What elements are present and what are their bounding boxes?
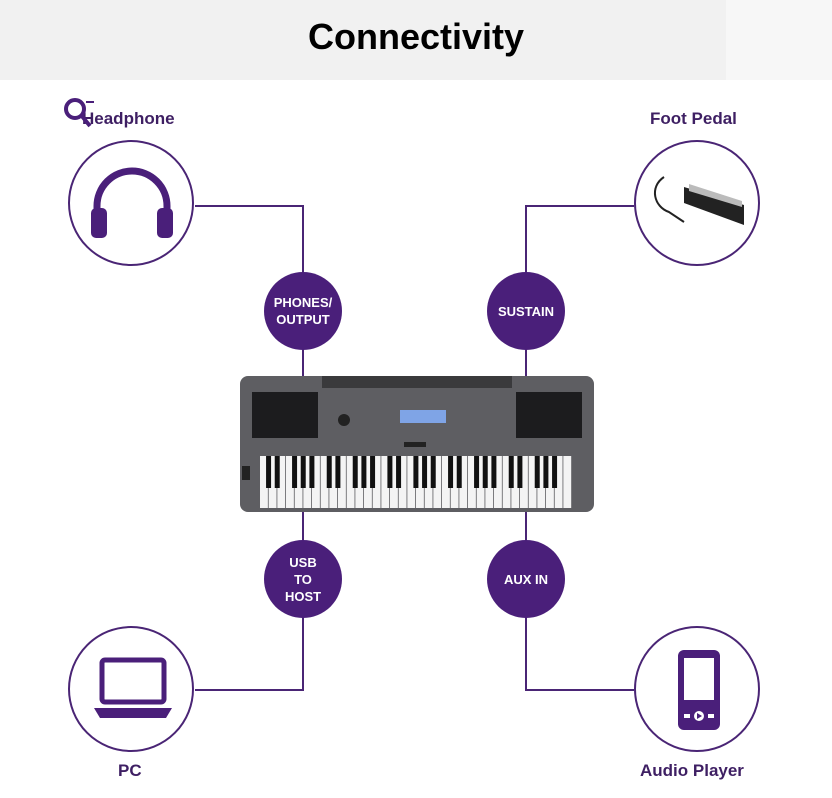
connector-line — [525, 689, 634, 691]
black-key — [413, 456, 419, 488]
page-title: Connectivity — [307, 16, 525, 57]
white-key — [286, 456, 294, 508]
white-key — [303, 456, 312, 508]
black-key — [534, 456, 540, 488]
black-key — [543, 456, 549, 488]
headphone-circle — [68, 140, 194, 266]
header-band-right — [726, 0, 832, 80]
black-key — [300, 456, 306, 488]
connector-line — [525, 510, 527, 542]
black-key — [274, 456, 280, 488]
black-key — [482, 456, 488, 488]
connector-line — [302, 510, 304, 542]
phones-output-port: PHONES/ OUTPUT — [264, 272, 342, 350]
white-key — [312, 456, 320, 508]
pc-label: PC — [118, 761, 142, 780]
white-key — [563, 456, 572, 508]
white-key — [494, 456, 502, 508]
connector-line — [302, 348, 304, 378]
white-key — [442, 456, 450, 508]
white-key — [277, 456, 286, 508]
connector-line — [195, 205, 304, 207]
white-key — [485, 456, 494, 508]
audio-player-label: Audio Player — [640, 761, 744, 780]
white-key — [355, 456, 364, 508]
black-key — [456, 456, 462, 488]
white-key — [416, 456, 424, 508]
white-key — [268, 456, 277, 508]
black-key — [422, 456, 428, 488]
connector-line — [525, 348, 527, 378]
laptop-icon — [94, 657, 172, 718]
white-key — [546, 456, 554, 508]
sustain-port: SUSTAIN — [487, 272, 565, 350]
foot-pedal-circle — [634, 140, 760, 266]
white-key — [338, 456, 346, 508]
black-key — [326, 456, 332, 488]
white-key — [390, 456, 398, 508]
white-key — [424, 456, 433, 508]
black-key — [448, 456, 454, 488]
white-key — [511, 456, 520, 508]
black-key — [266, 456, 272, 488]
black-key — [352, 456, 358, 488]
white-key — [528, 456, 537, 508]
white-key — [372, 456, 381, 508]
black-key — [292, 456, 298, 488]
black-key — [430, 456, 436, 488]
foot-pedal-icon — [654, 176, 744, 225]
pc-circle — [68, 626, 194, 752]
usb-to-host-port: USB TO HOST — [264, 540, 342, 618]
white-key — [407, 456, 416, 508]
white-key — [537, 456, 546, 508]
audio-player-circle — [634, 626, 760, 752]
connector-line — [525, 205, 634, 207]
white-key — [398, 456, 407, 508]
white-key — [520, 456, 528, 508]
black-key — [474, 456, 480, 488]
white-key — [433, 456, 442, 508]
white-key — [320, 456, 329, 508]
white-key — [554, 456, 563, 508]
keyboard-image — [240, 376, 594, 512]
header-band — [0, 0, 726, 80]
black-key — [552, 456, 558, 488]
headphone-icon — [91, 167, 173, 238]
white-key — [346, 456, 355, 508]
black-key — [396, 456, 402, 488]
black-key — [309, 456, 315, 488]
white-key — [329, 456, 338, 508]
audio-player-icon — [678, 650, 720, 730]
headphone-label: Headphone — [82, 109, 175, 128]
black-key — [361, 456, 367, 488]
aux-in-port: AUX IN — [487, 540, 565, 618]
connector-line — [525, 616, 527, 691]
black-key — [370, 456, 376, 488]
foot-pedal-label: Foot Pedal — [650, 109, 737, 128]
connector-line — [195, 689, 304, 691]
search-icon[interactable] — [62, 96, 98, 132]
black-key — [335, 456, 341, 488]
white-key — [450, 456, 459, 508]
white-key — [502, 456, 511, 508]
white-key — [364, 456, 372, 508]
connector-line — [525, 205, 527, 275]
white-key — [459, 456, 468, 508]
white-key — [468, 456, 476, 508]
white-key — [381, 456, 390, 508]
black-key — [508, 456, 514, 488]
connector-line — [302, 205, 304, 275]
black-key — [387, 456, 393, 488]
white-key — [476, 456, 485, 508]
black-key — [517, 456, 523, 488]
white-key — [260, 456, 268, 508]
white-key — [294, 456, 303, 508]
black-key — [491, 456, 497, 488]
connector-line — [302, 616, 304, 691]
